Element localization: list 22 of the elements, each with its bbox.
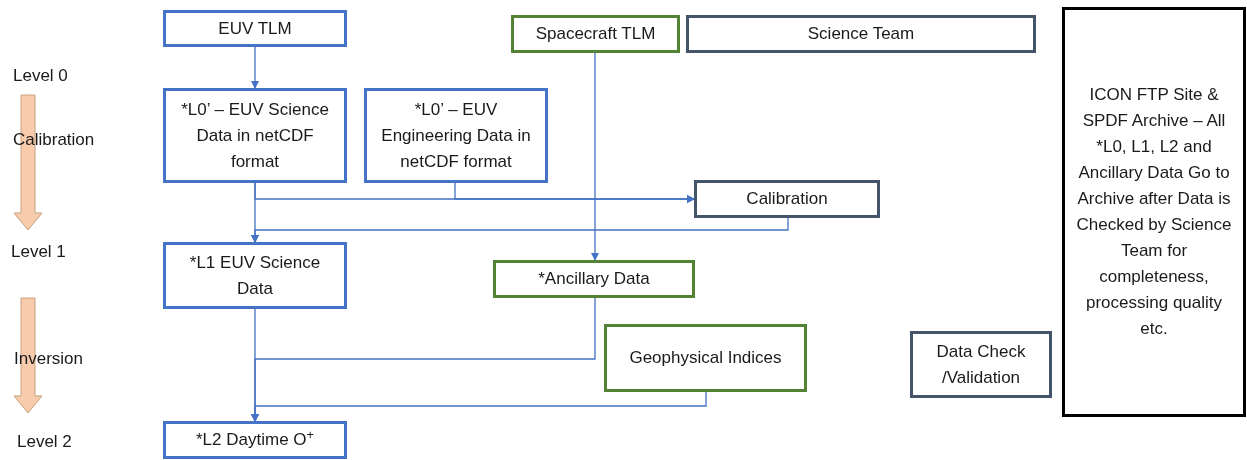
- process-box: Science Team: [686, 15, 1036, 53]
- connector-arrow: [251, 217, 789, 243]
- connector-arrow: [454, 182, 695, 203]
- stage-label: Level 2: [17, 431, 72, 453]
- connector-arrow: [591, 52, 599, 261]
- process-box: *L0’ – EUV Science Data in netCDF format: [163, 88, 347, 183]
- stage-label: Level 0: [13, 65, 68, 87]
- process-box: *L0’ – EUV Engineering Data in netCDF format: [364, 88, 548, 183]
- process-box: *L1 EUV Science Data: [163, 242, 347, 309]
- process-box: EUV TLM: [163, 10, 347, 47]
- process-box: Calibration: [694, 180, 880, 218]
- stage-label: Level 1: [11, 241, 66, 263]
- process-box: *L2 Daytime O$^{+}$: [163, 421, 347, 459]
- connector-arrow: [251, 391, 707, 422]
- process-box: Data Check /Validation: [910, 331, 1052, 398]
- process-box: *Ancillary Data: [493, 260, 695, 298]
- process-box: Geophysical Indices: [604, 324, 807, 392]
- stage-label: Calibration: [13, 129, 95, 151]
- connector-arrow: [251, 46, 259, 89]
- process-box: Spacecraft TLM: [511, 15, 680, 53]
- stage-label: Inversion: [14, 348, 83, 370]
- process-box: ICON FTP Site & SPDF Archive – All *L0, L1, L2 and Ancillary Data Go to Archive after Data is Checked by Science Team for completeness, processing quality etc.: [1062, 7, 1246, 417]
